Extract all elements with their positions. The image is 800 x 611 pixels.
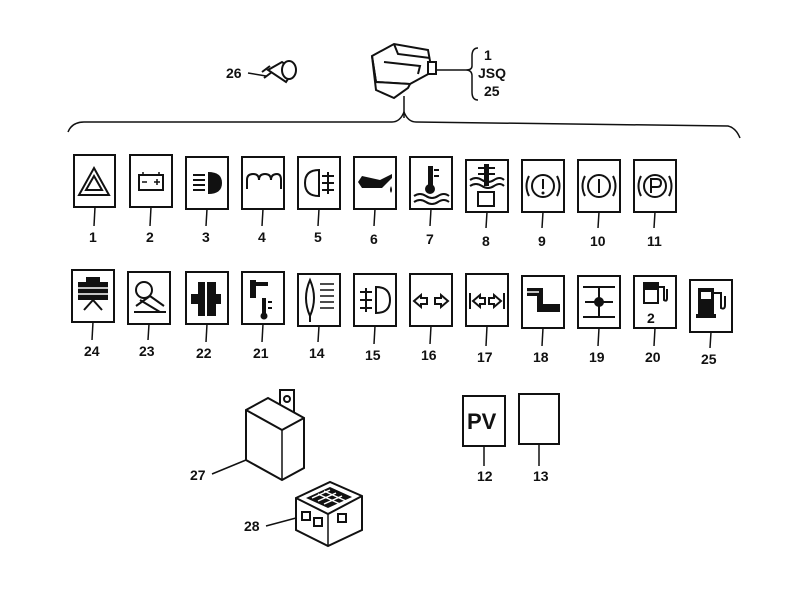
icon-group-brace (67, 109, 741, 139)
hazard-warning-icon (73, 154, 116, 208)
part-label-13: 13 (533, 468, 549, 484)
part-label-28: 28 (244, 518, 260, 534)
icon-label-2: 2 (146, 229, 154, 245)
pv-lens-text: PV (467, 409, 497, 434)
icon-label-16: 16 (421, 347, 437, 363)
coolant-temperature-icon (409, 156, 453, 210)
icon-label-14: 14 (309, 345, 325, 361)
exhaust-brake-icon (521, 275, 565, 329)
turn-signal-icon (409, 273, 453, 327)
icon-label-1: 1 (89, 229, 97, 245)
pv-lens-part: PV (462, 395, 506, 466)
icon-label-15: 15 (365, 347, 381, 363)
icon-label-23: 23 (139, 343, 155, 359)
icon-label-7: 7 (426, 231, 434, 247)
icon-label-8: 8 (482, 233, 490, 249)
bracket-label-bottom: 25 (484, 83, 500, 99)
fuel-reserve-icon (689, 279, 733, 333)
icon-label-18: 18 (533, 349, 549, 365)
icon-label-10: 10 (590, 233, 606, 249)
icon-label-17: 17 (477, 349, 493, 365)
icon-label-19: 19 (589, 349, 605, 365)
fuel-tank-number: 2 (647, 310, 655, 326)
gearbox-temperature-icon (241, 271, 285, 325)
icon-label-20: 20 (645, 349, 661, 365)
icon-label-9: 9 (538, 233, 546, 249)
brake-wear-icon (577, 159, 621, 213)
bracket-label-top: 1 (484, 47, 492, 63)
icon-label-3: 3 (202, 229, 210, 245)
relay-base-part (265, 480, 363, 548)
bracket-label-mid: JSQ (478, 65, 506, 81)
row2-leaders (91, 321, 712, 349)
differential-lock-icon (185, 271, 229, 325)
oil-pressure-icon (353, 156, 397, 210)
axle-lift-icon (577, 275, 621, 329)
trailer-turn-signal-icon (465, 273, 509, 327)
switch-housing-part (370, 42, 437, 118)
part-label-12: 12 (477, 468, 493, 484)
blank-lens-part (518, 393, 560, 466)
coolant-level-icon (465, 159, 509, 213)
glow-plug-icon (241, 156, 285, 210)
icon-label-5: 5 (314, 229, 322, 245)
cab-tilt-icon (71, 269, 115, 323)
air-filter-icon (297, 273, 341, 327)
icon-label-22: 22 (196, 345, 212, 361)
variant-bracket (436, 47, 479, 101)
battery-icon (129, 154, 173, 208)
icon-label-24: 24 (84, 343, 100, 359)
brake-warning-icon (521, 159, 565, 213)
seat-belt-icon (127, 271, 171, 325)
parking-brake-icon (633, 159, 677, 213)
fuel-tank-2-icon: 2 (633, 275, 677, 329)
icon-label-11: 11 (647, 233, 662, 249)
icon-label-4: 4 (258, 229, 266, 245)
icon-label-6: 6 (370, 231, 378, 247)
bulb-part (247, 60, 297, 84)
front-fog-light-icon (353, 273, 397, 327)
headlight-icon (185, 156, 229, 210)
icon-label-21: 21 (253, 345, 269, 361)
part-label-26: 26 (226, 65, 242, 81)
relay-part (211, 389, 305, 482)
icon-label-25: 25 (701, 351, 717, 367)
part-label-27: 27 (190, 467, 206, 483)
rear-fog-light-icon (297, 156, 341, 210)
row1-leaders (93, 206, 656, 229)
